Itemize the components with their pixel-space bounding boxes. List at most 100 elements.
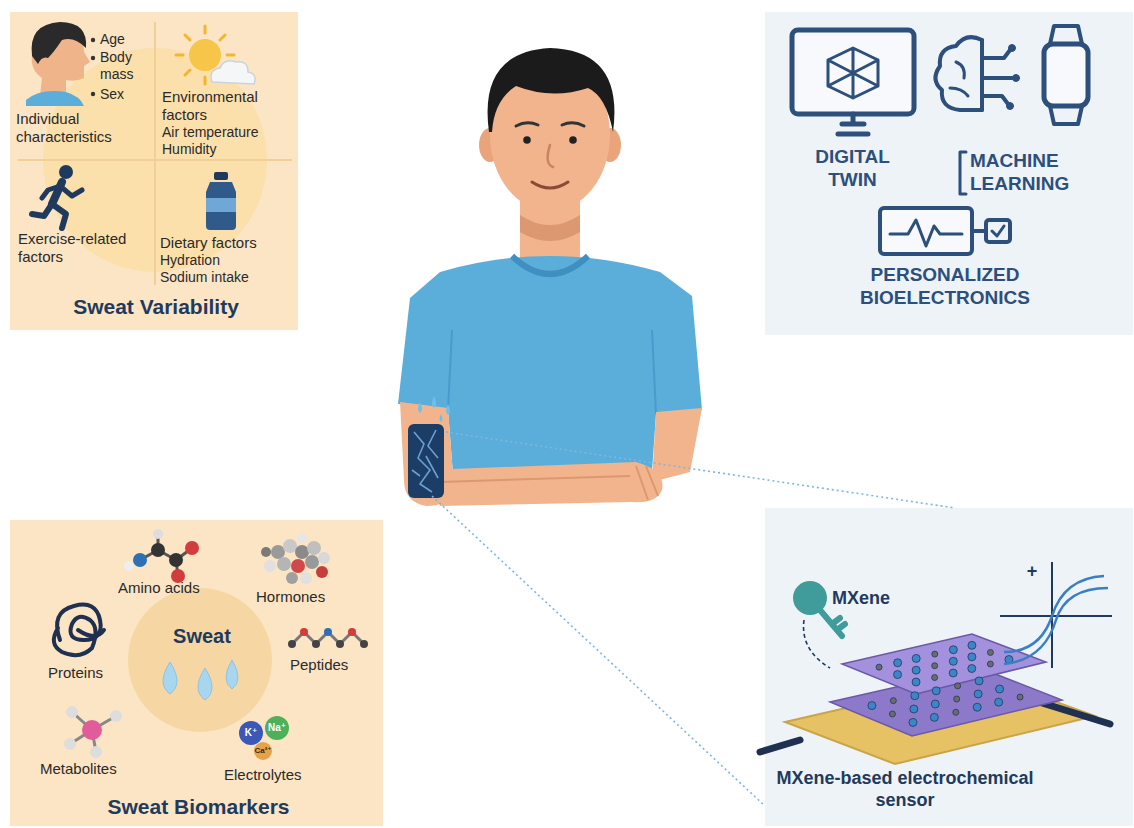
mxene-atoms-part <box>912 678 920 686</box>
biomarker-art-part <box>128 588 272 732</box>
biomarker-art-part-part <box>226 660 238 689</box>
tech-icons-part <box>1009 45 1016 52</box>
mxene-atoms-part <box>987 661 993 667</box>
biomarker-art-part <box>70 712 116 752</box>
tech-icons-part <box>982 40 1012 110</box>
person-figure-part <box>516 123 584 126</box>
person-figure-part <box>418 396 450 422</box>
variability-art-part <box>18 159 292 161</box>
hormone-molecule-part <box>297 533 307 543</box>
text-label: Body mass <box>100 49 148 83</box>
tech-icons <box>792 26 1088 254</box>
text-label: Ca²⁺ <box>251 746 275 756</box>
text-label: Age <box>100 31 160 48</box>
biomarker-art-part <box>288 640 368 648</box>
variability-art-part-part <box>204 77 207 84</box>
mxene-atoms-part <box>954 696 960 702</box>
panel-grounds-part <box>10 520 383 826</box>
mxene-atoms-part <box>949 669 957 677</box>
variability-art-part-part <box>185 70 190 75</box>
tech-icons-part <box>992 226 1004 236</box>
hormone-molecule-part <box>291 559 305 573</box>
variability-art-part-part <box>185 35 190 40</box>
biomarker-art-part <box>140 534 192 576</box>
text-label: Humidity <box>162 141 294 158</box>
sensor-panel: MXene+MXene-based electrochemical sensor <box>765 508 1133 826</box>
text-label: Metabolites <box>40 760 150 778</box>
text-label: Exercise-related factors <box>18 230 152 266</box>
variability-art-part <box>189 39 221 71</box>
text-label: Sex <box>100 86 160 103</box>
variability-art-part <box>214 172 228 180</box>
text-label: Hormones <box>256 588 356 606</box>
hormone-molecule-part <box>295 545 309 559</box>
text-label: Amino acids <box>118 579 228 597</box>
tech-icons-part <box>828 48 878 98</box>
variability-art-part-part <box>60 186 82 196</box>
person-figure-part <box>520 215 580 241</box>
person-figure <box>398 48 702 506</box>
text-label: Air temperature <box>162 124 294 141</box>
hormone-molecule-part <box>316 566 328 578</box>
sensor-art-part <box>804 620 830 668</box>
person-figure-part <box>523 136 531 144</box>
biomarker-art-part <box>153 529 163 539</box>
mxene-atoms-part <box>932 687 940 695</box>
leader-lines-part <box>446 432 955 508</box>
person-figure-part-part <box>418 402 422 413</box>
mxene-atoms-part <box>932 651 938 657</box>
mxene-atoms-part <box>996 685 1004 693</box>
mxene-atoms-part <box>894 659 902 667</box>
variability-art-part-part <box>211 61 255 84</box>
biomarker-art-part <box>66 706 78 718</box>
sweat-circle: Sweat <box>128 588 272 732</box>
text-label: Individual characteristics <box>16 110 152 146</box>
mxene-atoms-part <box>910 705 918 713</box>
text-label: + <box>1024 561 1040 583</box>
biomarker-art-part <box>133 553 147 567</box>
person-figure-part <box>569 136 577 144</box>
biomarker-art-part <box>265 716 289 740</box>
biomarker-art-part <box>54 605 104 656</box>
mxene-atoms-part <box>949 646 957 654</box>
mxene-atoms-part <box>912 666 920 674</box>
person-figure-part <box>532 182 568 188</box>
text-label: Proteins <box>48 664 128 682</box>
person-figure-part <box>408 424 444 498</box>
hormone-molecule <box>261 533 330 584</box>
tech-icons-part <box>792 30 914 114</box>
biomarker-art <box>54 529 368 760</box>
hormone-molecule-part <box>318 552 330 564</box>
mxene-atoms-part <box>968 653 976 661</box>
text-label: DIGITAL TWIN <box>795 146 910 192</box>
tech-icons-part <box>986 220 1010 242</box>
biomarker-art-part <box>300 628 356 636</box>
variability-art-part-part <box>220 35 225 40</box>
person-figure-part <box>548 145 553 167</box>
person-figure-part-part <box>440 414 443 422</box>
person-figure-part <box>652 408 702 482</box>
person-figure-part-part <box>446 404 450 415</box>
biomarker-art-part-part <box>336 640 344 648</box>
mxene-atoms-part <box>932 663 938 669</box>
variability-art-part-part <box>52 204 66 228</box>
variability-art-part-part <box>59 165 73 179</box>
variability-art-part <box>91 92 95 96</box>
sensor-art-part <box>820 610 845 636</box>
mxene-atoms-part <box>955 683 961 689</box>
mxene-atoms-part <box>968 641 976 649</box>
text-label: Peptides <box>290 656 378 674</box>
leader-lines-part <box>432 496 765 806</box>
variability-art-part <box>32 22 87 64</box>
tech-icons-part <box>950 62 968 96</box>
person-figure-part <box>488 48 615 132</box>
variability-art-part-part <box>204 26 207 33</box>
hormone-molecule-part <box>277 557 291 571</box>
text-label: Hydration <box>160 252 296 269</box>
biomarker-art-part <box>90 746 102 758</box>
biomarker-art-part <box>239 721 263 745</box>
person-figure-part <box>426 462 662 506</box>
tech-icons-part <box>1007 103 1014 110</box>
tech-icons-part <box>972 229 986 233</box>
